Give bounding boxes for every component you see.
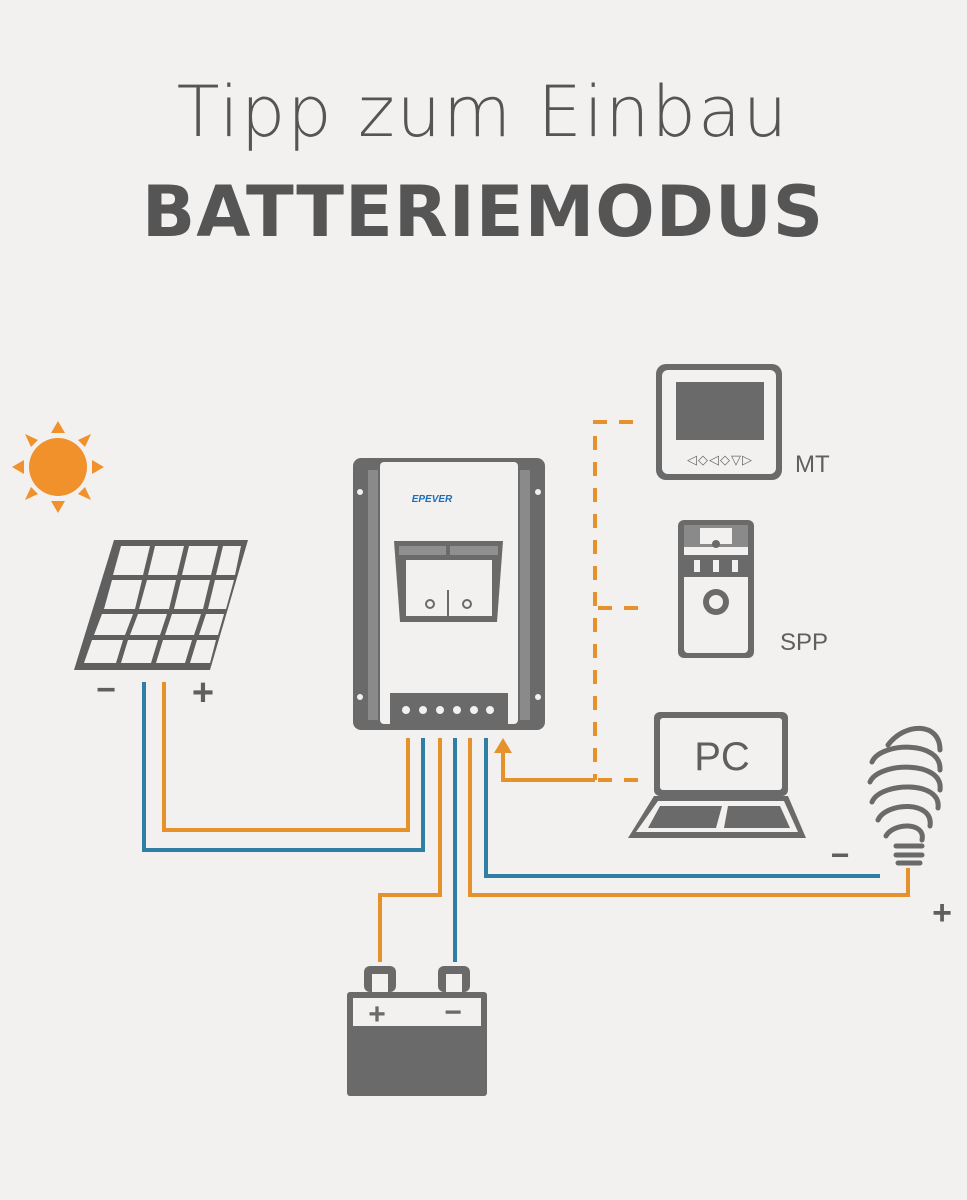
battery-icon: [347, 966, 487, 1096]
spp-label: SPP: [780, 629, 828, 656]
wires: [142, 682, 910, 962]
wire-comm: [501, 752, 595, 782]
bulb-icon: [867, 725, 943, 866]
mt-meter-icon: [656, 364, 782, 480]
wire-battery-plus: [378, 738, 442, 962]
load-plus-label: +: [932, 894, 952, 932]
page-title: Tipp zum Einbau: [177, 71, 789, 153]
pc-label: PC: [694, 735, 750, 779]
wire-panel-minus: [142, 682, 425, 852]
controller-brand-label: EPEVER: [412, 494, 453, 505]
comm-bus-dashed: [593, 420, 650, 782]
battery-minus-label: −: [444, 996, 462, 1029]
wire-load-minus: [484, 738, 880, 878]
wire-load-plus: [468, 738, 910, 897]
comm-arrow-icon: [494, 738, 512, 753]
mt-label: MT: [795, 451, 830, 478]
panel-plus-label: +: [192, 672, 214, 714]
charge-controller-icon: [353, 458, 545, 730]
pc-laptop-icon: [628, 712, 806, 838]
wire-panel-plus: [162, 682, 410, 832]
panel-minus-label: −: [96, 671, 116, 709]
load-minus-label: −: [831, 837, 850, 873]
battery-plus-label: +: [368, 998, 386, 1031]
sun-icon: [12, 421, 104, 513]
solar-panel-icon: [74, 540, 248, 670]
page-subtitle: BATTERIEMODUS: [142, 171, 824, 253]
spp-icon: [678, 520, 754, 658]
mt-keys-label: ◁◇◁◇▽▷: [687, 452, 753, 467]
